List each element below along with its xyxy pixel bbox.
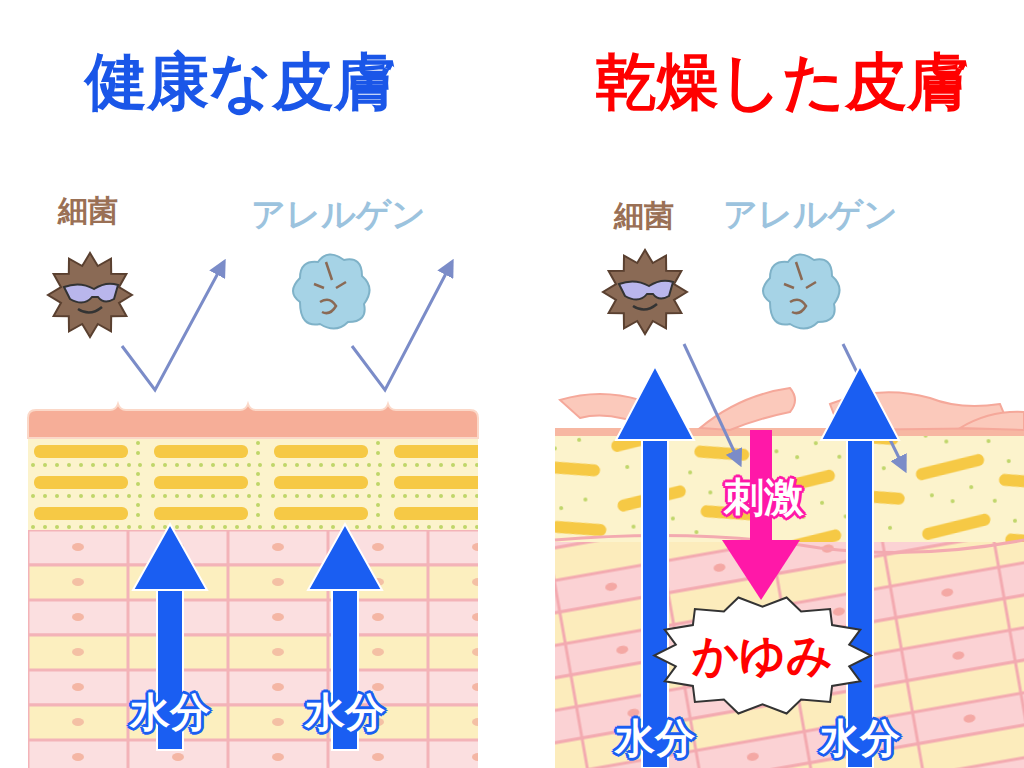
stimulus-label: 刺激 xyxy=(724,475,804,519)
node-text: かゆみ xyxy=(692,630,833,681)
water-label: 水分 xyxy=(820,716,900,760)
allergen-label: アレルゲン xyxy=(251,196,426,233)
bacteria-label: 細菌 xyxy=(58,194,118,227)
panel-heading: 乾燥した皮膚 xyxy=(595,48,969,116)
allergen-label: アレルゲン xyxy=(723,196,898,233)
bacteria-label: 細菌 xyxy=(614,199,674,232)
itch-burst: かゆみ xyxy=(652,594,873,717)
water-label: 水分 xyxy=(615,716,695,760)
water-label: 水分 xyxy=(305,690,385,734)
burst-shape xyxy=(654,597,871,713)
water-label: 水分 xyxy=(130,690,210,734)
panel-heading: 健康な皮膚 xyxy=(85,48,396,116)
